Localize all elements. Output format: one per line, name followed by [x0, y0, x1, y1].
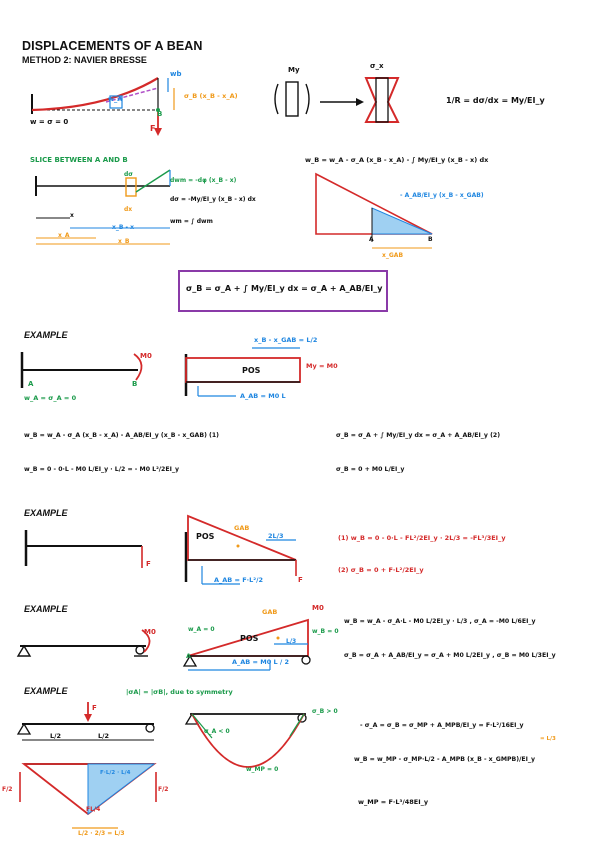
- ex3-a-label: A: [186, 652, 192, 660]
- ex1-pos: POS: [242, 366, 261, 375]
- ex2-dist: 2L/3: [268, 532, 284, 540]
- ex4-eq3: w_MP = F·L³/48EI_y: [358, 798, 429, 806]
- ex1-eq1b: w_B = 0 - 0·L - M0 L/EI_y · L/2 = - M0 L…: [24, 466, 180, 473]
- key-formula-box: [178, 270, 388, 312]
- xa-label: x_A: [58, 232, 70, 239]
- dx-label: dx: [124, 206, 133, 213]
- example3-beam: [16, 629, 151, 657]
- ex3-gab: GAB: [262, 608, 278, 616]
- xb-x-label: x_B - x: [112, 224, 134, 231]
- moment-label: My: [288, 66, 300, 74]
- stress-element-diagram: [274, 77, 400, 123]
- ex3-wa: w_A = 0: [188, 626, 215, 633]
- ex4-wmp: w_MP = 0: [246, 766, 279, 773]
- page-title: DISPLACEMENTS OF A BEAN: [22, 39, 203, 53]
- ex1-area: A_AB = M0 L: [240, 392, 286, 400]
- ex3-m0-b: M0: [312, 604, 324, 612]
- key-formula: σ_B = σ_A + ∫ My/EI_y dx = σ_A + A_AB/EI…: [186, 284, 383, 293]
- ex3-eq2: σ_B = σ_A + A_AB/EI_y = σ_A + M0 L/2EI_y…: [344, 652, 556, 659]
- ex4-note: |σA| = |σB|, due to symmetry: [126, 688, 233, 696]
- slice-title: SLICE BETWEEN A AND B: [30, 156, 128, 164]
- ex1-b-label: B: [132, 380, 138, 388]
- xgab-label: x_GAB: [382, 252, 404, 259]
- slice-diagram: [35, 169, 171, 245]
- ex2-area: A_AB = F·L²/2: [214, 576, 264, 584]
- area-term: - A_AB/EI_y (x_B - x_GAB): [400, 192, 484, 199]
- ex1-my: My = M0: [306, 362, 338, 370]
- deflection-diagram: [31, 77, 175, 136]
- ex1-eq2: σ_B = σ_A + ∫ My/EI_y dx = σ_A + A_AB/EI…: [336, 432, 501, 439]
- ex4-eq2: w_B = w_MP - σ_MP·L/2 - A_MPB (x_B - x_G…: [354, 756, 536, 763]
- ex4-area-mid: F·L/2 · L/4: [100, 770, 131, 776]
- force-label: F: [150, 124, 156, 133]
- ex4-l3: = L/3: [540, 736, 556, 742]
- ex4-ratio: L/2 · 2/3 = L/3: [78, 830, 125, 837]
- wb-integral-formula: w_B = w_A - σ_A (x_B - x_A) - ∫ My/EI_y …: [305, 156, 489, 164]
- ex1-eq2b: σ_B = 0 + M0 L/EI_y: [336, 466, 405, 473]
- wa-label: w_A: [108, 95, 123, 103]
- ex1-eq1: w_B = w_A - σ_A (x_B - x_A) - A_AB/EI_y …: [24, 432, 220, 439]
- ex3-eq1: w_B = w_A - σ_A·L - M0 L/2EI_y · L/3 , σ…: [344, 618, 536, 625]
- ex1-bc: w_A = σ_A = 0: [24, 394, 77, 402]
- example3-moment-diagram: [182, 618, 311, 671]
- ex4-reaction-right: F/2: [158, 786, 169, 793]
- ex4-sb: σ_B > 0: [312, 708, 338, 715]
- point-b-label: B: [157, 110, 163, 118]
- example-heading-1: EXAMPLE: [24, 330, 68, 340]
- ex4-l2a: L/2: [50, 732, 62, 740]
- sigma-label: σ_x: [370, 62, 384, 70]
- example4-beam: [16, 702, 157, 829]
- ex2-gab: GAB: [234, 524, 250, 532]
- ex2-eq1: (1) w_B = 0 - 0·L - FL²/2EI_y · 2L/3 = -…: [338, 534, 506, 542]
- page-subtitle: METHOD 2: NAVIER BRESSE: [22, 55, 147, 65]
- example-heading-2: EXAMPLE: [24, 508, 68, 518]
- example1-moment-diagram: [184, 347, 301, 397]
- ex1-distance: x_B - x_GAB = L/2: [254, 336, 318, 344]
- ex4-sa: σ_A < 0: [204, 728, 230, 735]
- m0-label: M0: [140, 352, 152, 360]
- dphi-small-label: dσ: [124, 171, 133, 178]
- ex4-force: F: [92, 704, 97, 712]
- ex3-wb: w_B = 0: [312, 628, 339, 635]
- xb-label: x_B: [118, 238, 130, 245]
- ex3-m0-a: M0: [144, 628, 156, 636]
- boundary-condition: w = σ = 0: [30, 118, 69, 126]
- point-b-label-2: B: [428, 236, 433, 243]
- ex1-a-label: A: [28, 380, 34, 388]
- example1-beam: [20, 352, 143, 388]
- ex4-fl4: FL/4: [86, 806, 101, 813]
- dw-label: dwm = -dφ (x_B - x): [170, 177, 237, 184]
- example2-beam: [24, 530, 143, 568]
- curvature-formula: 1/R = dσ/dx = My/EI_y: [446, 96, 545, 105]
- point-a-label: A: [369, 236, 374, 243]
- dphi-label: dσ = -My/EI_y (x_B - x) dx: [170, 196, 256, 203]
- ex4-l2b: L/2: [98, 732, 110, 740]
- example-heading-4: EXAMPLE: [24, 686, 68, 696]
- ex4-eq1: - σ_A = σ_B = σ_MP + A_MPB/EI_y = F·L²/1…: [360, 722, 524, 729]
- x-label: x: [70, 212, 74, 219]
- ex2-pos: POS: [196, 532, 215, 541]
- wb-label: wb: [170, 70, 182, 78]
- ex3-pos: POS: [240, 634, 259, 643]
- example-heading-3: EXAMPLE: [24, 604, 68, 614]
- ex3-dist: L/3: [286, 638, 297, 645]
- example4-deflection: [184, 712, 307, 768]
- ex3-area: A_AB = M0 L / 2: [232, 658, 290, 666]
- ex2-force-a: F: [146, 560, 151, 568]
- example2-moment-diagram: [184, 514, 297, 585]
- ex2-force-b: F: [298, 576, 303, 584]
- ex4-reaction-left: F/2: [2, 786, 13, 793]
- ex2-eq2: (2) σ_B = 0 + F·L²/2EI_y: [338, 566, 424, 574]
- integral-label: wm = ∫ dwm: [170, 218, 213, 225]
- moment-area-triangle: [315, 172, 433, 249]
- phi-label: σ_B (x_B - x_A): [184, 92, 238, 100]
